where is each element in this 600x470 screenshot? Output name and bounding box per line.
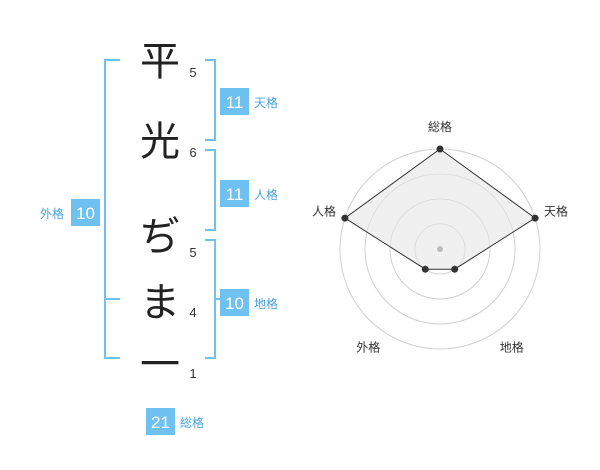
radar-axis-label-4: 外格 [356, 340, 380, 355]
soukaku-label: 総格 [180, 415, 204, 430]
radar-value-polygon [344, 148, 536, 270]
gaikaku-bracket [104, 59, 120, 359]
jinkaku-label: 人格 [254, 187, 278, 202]
radar-point-2 [531, 214, 539, 222]
jinkaku-value: 11 [226, 185, 244, 204]
chikaku-label: 地格 [254, 296, 278, 311]
jinkaku-group: 11 人格 [220, 180, 278, 207]
character-5: 一 [140, 342, 180, 388]
radar-axis-label-2: 天格 [544, 203, 568, 218]
gaikaku-label: 外格 [40, 206, 64, 221]
tenkaku-value: 11 [226, 93, 244, 112]
stroke-count-5: 1 [189, 366, 196, 381]
stroke-count-2: 6 [189, 145, 196, 160]
radar-point-5 [341, 214, 349, 222]
stroke-counts: 5 6 5 4 1 [189, 65, 196, 381]
soukaku-value: 21 [151, 413, 170, 432]
radar-point-4 [421, 265, 429, 273]
stroke-count-1: 5 [189, 65, 196, 80]
grouping-brackets [104, 59, 222, 359]
chikaku-value: 10 [225, 294, 244, 313]
gaikaku-box [71, 199, 100, 226]
name-characters: 平 光 ぢ ま 一 [140, 39, 180, 388]
chikaku-bracket [205, 239, 216, 359]
gaikaku-group: 外格 10 [40, 199, 100, 226]
soukaku-group: 21 総格 [146, 408, 204, 435]
character-4: ま [140, 280, 180, 326]
soukaku-box [146, 408, 175, 435]
gaikaku-value: 10 [76, 204, 95, 223]
tenkaku-label: 天格 [254, 95, 278, 110]
tenkaku-box [220, 88, 249, 115]
radar-center-dot [437, 246, 443, 252]
tenkaku-group: 11 天格 [220, 88, 278, 115]
jinkaku-bracket [205, 149, 216, 231]
radar-axis-label-1: 総格 [428, 119, 452, 134]
stroke-count-4: 4 [189, 305, 196, 320]
character-1: 平 [140, 39, 180, 85]
character-3: ぢ [140, 214, 180, 260]
character-2: 光 [140, 119, 180, 165]
chikaku-group: 10 地格 [220, 289, 278, 316]
radar-point-3 [451, 265, 459, 273]
radar-point-1 [436, 145, 444, 153]
tenkaku-bracket [205, 59, 216, 141]
jinkaku-box [220, 180, 249, 207]
stroke-count-3: 5 [189, 245, 196, 260]
radar-axis-label-3: 地格 [500, 340, 524, 355]
radar-axis-label-5: 人格 [312, 203, 336, 218]
chikaku-box [220, 289, 249, 316]
